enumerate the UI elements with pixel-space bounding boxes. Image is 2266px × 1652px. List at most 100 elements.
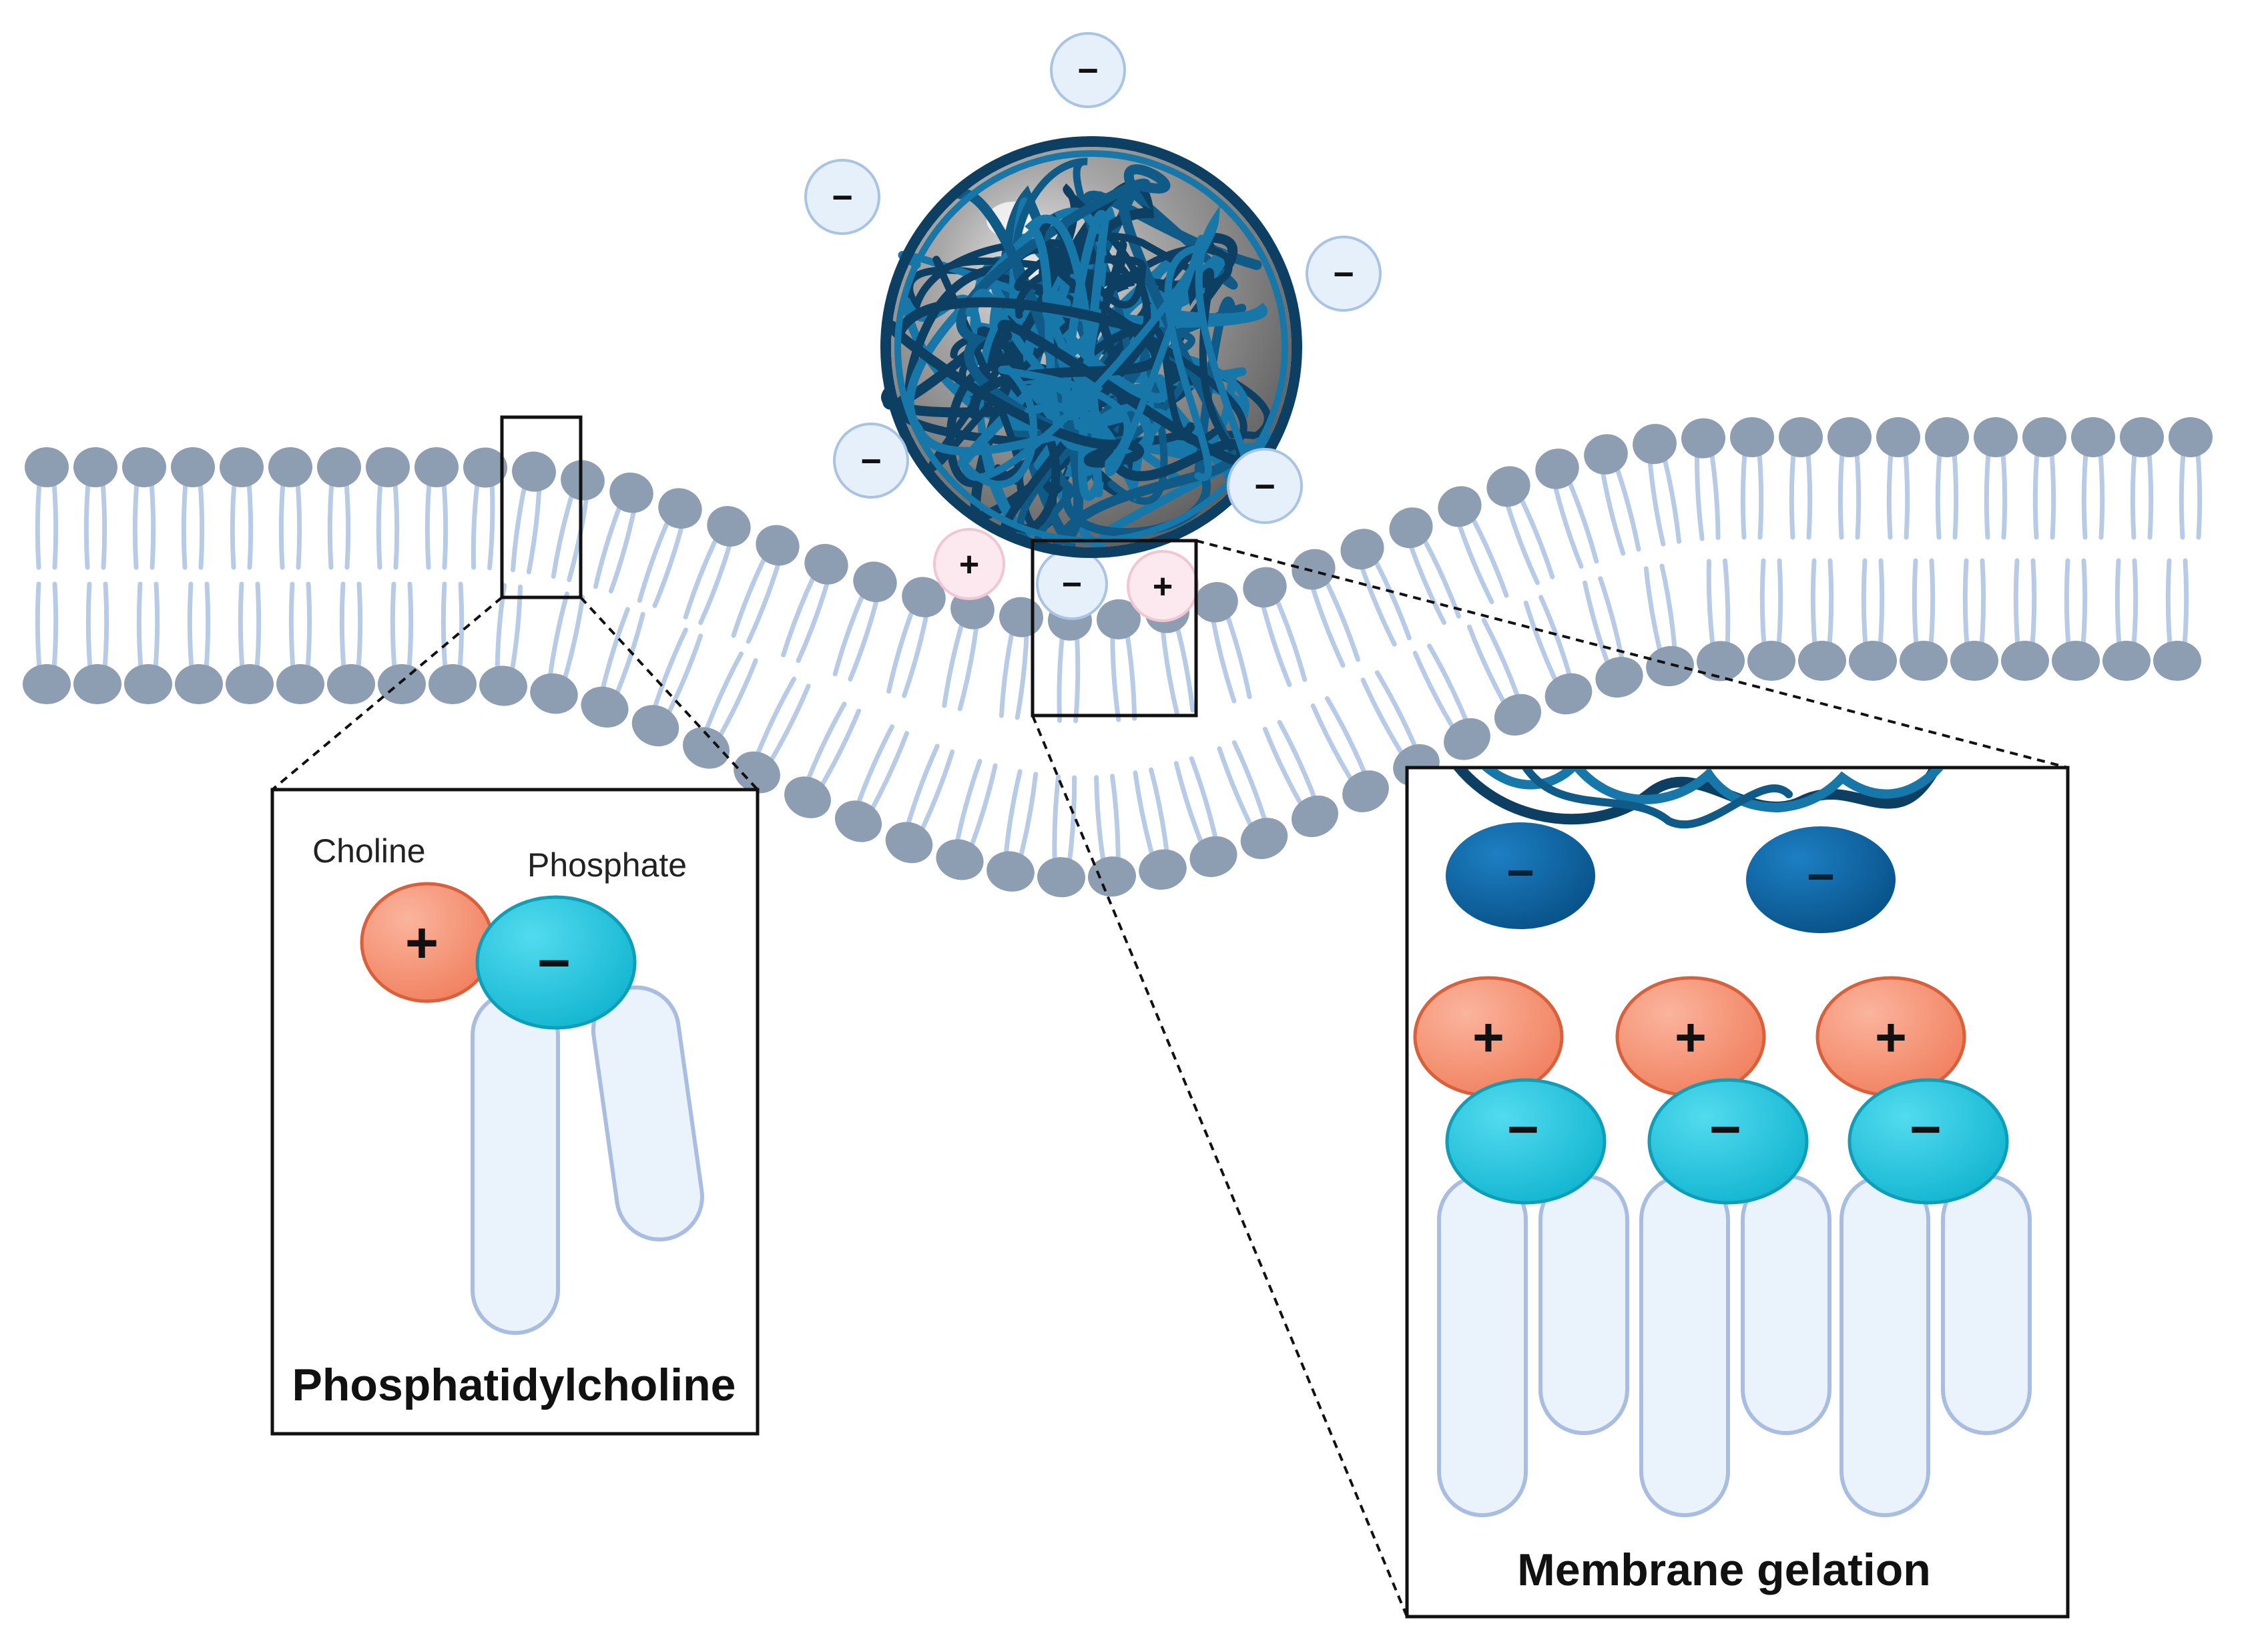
gelated-lipid-2: +− [1615, 976, 1831, 1517]
polymer-outer-strand [880, 136, 1302, 558]
lipid-head [561, 460, 605, 501]
lipid-head [1827, 417, 1872, 457]
phosphate-head [475, 895, 637, 1030]
gelated-lipids: +−+−+− [1413, 976, 2032, 1517]
gelated-phosphate-head [1445, 1078, 1607, 1205]
surface-charge-sign: − [1333, 254, 1354, 294]
gelated-phosphate-charge: − [1910, 1099, 1942, 1160]
gelated-lipid-tail-long [1639, 1174, 1730, 1517]
lipid-head [1243, 567, 1287, 608]
lipid-head [885, 822, 933, 864]
surface-charge-upper-left: − [804, 159, 880, 235]
lipid-head [1486, 466, 1530, 507]
membrane-gelation-inset: − − +−+−+− Membrane gelation [1405, 766, 2070, 1619]
lipid-head [834, 800, 882, 842]
lipid-head [1340, 529, 1384, 570]
lipid-head [1849, 641, 1897, 681]
lipid-head [1876, 417, 1920, 457]
gelated-lipid-tail-short [1538, 1174, 1629, 1435]
polymer-coated-nanoparticle [880, 136, 1302, 558]
lipid-head [220, 447, 264, 487]
polymer-coil [880, 136, 1302, 558]
zoomed-polymer-coil [1453, 769, 1944, 829]
gelated-phosphate-charge: − [1507, 1099, 1539, 1160]
phosphate-charge-sign: − [537, 931, 571, 995]
lipid-head [707, 506, 751, 547]
lipid-head [1494, 694, 1542, 736]
contact-positive-charge-left: + [933, 528, 1005, 600]
lipid-head [1240, 818, 1288, 860]
lipid-head [2071, 417, 2115, 457]
lipid-head [327, 664, 375, 704]
lipid-head [1389, 507, 1433, 549]
lipid-head [1779, 417, 1823, 457]
zoom-source-box-right [1031, 539, 1198, 718]
lipid-head [2001, 641, 2049, 681]
lipid-head [2169, 417, 2213, 457]
lipid-head [1974, 417, 2018, 457]
lipid-head [2052, 641, 2100, 681]
lipid-head [1292, 549, 1336, 590]
lipid-head [1584, 434, 1628, 475]
lipid-head [902, 577, 946, 617]
surface-charge-lower-right: − [1227, 448, 1303, 524]
phosphate-label: Phosphate [527, 846, 687, 884]
inset-title-left: Phosphatidylcholine [292, 1360, 736, 1410]
contact-positive-sign-left: + [959, 545, 979, 584]
surface-charge-sign: − [1077, 51, 1099, 91]
lipid-head [1444, 718, 1490, 760]
gelated-phosphate-head [1848, 1078, 2009, 1205]
lipid-head [512, 451, 556, 492]
surface-charge-top: − [1050, 32, 1126, 108]
surface-charge-right: − [1306, 236, 1382, 312]
lipid-head [226, 664, 274, 704]
lipid-head [479, 665, 527, 706]
surface-charge-sign: − [1254, 467, 1276, 507]
nanoparticle-anion-left [1446, 822, 1595, 929]
lipid-head [171, 447, 215, 487]
lipid-head [658, 488, 702, 529]
lipid-head [1438, 486, 1482, 527]
gelated-phosphate-charge: − [1709, 1099, 1741, 1160]
lipid-head [530, 673, 578, 714]
lipid-head [784, 776, 831, 818]
choline-charge-sign: + [405, 911, 439, 975]
lipid-head [378, 664, 426, 704]
lipid-head [1900, 641, 1948, 681]
lipid-head [581, 686, 629, 728]
lipid-head [1544, 673, 1593, 715]
lipid-head [366, 447, 410, 487]
lipid-head [682, 727, 730, 769]
phosphatidylcholine-inset: Choline Phosphate + − Phosphatidylcholin… [270, 788, 760, 1436]
lipid-head [317, 447, 361, 487]
contact-positive-charge-right: + [1127, 550, 1199, 622]
bilayer-lipid-heads [23, 417, 2213, 898]
lipid-head [463, 447, 507, 488]
lipid-head [1189, 836, 1237, 877]
lipid-head [1292, 795, 1338, 838]
contact-negative-charge: − [1036, 548, 1108, 620]
lipid-head [2120, 417, 2164, 457]
lipid-head [23, 664, 71, 704]
lipid-head [276, 664, 324, 704]
lipid-head [124, 664, 172, 704]
lipid-head [804, 543, 848, 585]
lipid-head [1037, 857, 1085, 898]
lipid-head [734, 751, 780, 794]
lipid-head [1139, 849, 1187, 890]
gelated-lipid-1: +− [1413, 976, 1629, 1517]
lipid-head [853, 561, 897, 603]
choline-label: Choline [312, 832, 426, 870]
lipid-tail-left [471, 991, 560, 1335]
surface-charge-sign: − [860, 441, 882, 481]
gelated-choline-charge: + [1472, 1007, 1504, 1068]
surface-charge-sign: − [832, 178, 853, 218]
lipid-head [414, 447, 459, 487]
nanoparticle-anion-sign-left: − [1506, 846, 1534, 900]
lipid-head [122, 447, 166, 487]
gelated-phosphate-head [1647, 1078, 1809, 1205]
lipid-head [1798, 641, 1846, 681]
gelated-choline-charge: + [1675, 1007, 1707, 1068]
zoom-source-box-left [500, 415, 583, 599]
